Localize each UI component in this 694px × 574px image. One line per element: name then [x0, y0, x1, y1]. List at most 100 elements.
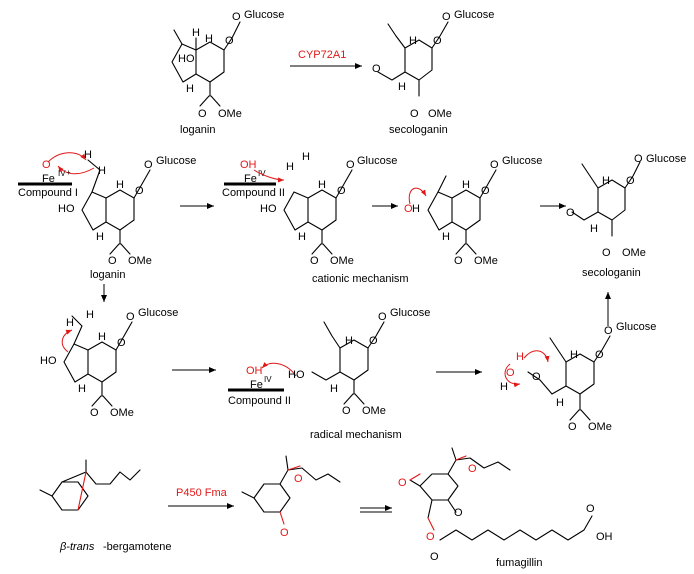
sec-r-h1: H	[602, 175, 610, 187]
compound-two-radical: OH Fe IV Compound II HO H O O Glucose H …	[228, 307, 430, 441]
c2-h3: H	[318, 179, 326, 191]
secologanin-right-label: secologanin	[582, 267, 641, 279]
secologanin-top-o-ring: O	[433, 35, 442, 47]
sec-r-o: O	[602, 247, 611, 259]
cation-glucose: Glucose	[502, 155, 542, 167]
rad-h2: H	[86, 309, 94, 321]
secologanin-top-structure: O O O Glucose H H O OMe secologanin	[372, 9, 494, 136]
fuma-acid-oh: OH	[596, 531, 613, 543]
c2-h-methyl: H	[302, 151, 310, 163]
loganin-top-o-gluc: O	[232, 11, 241, 23]
p450-enzyme-label: P450 Fma	[176, 487, 228, 499]
secologanin-top-o-ald: O	[372, 63, 381, 75]
compound-one-loganin: O Fe IV + Compound I H H HO H O O Glucos…	[18, 149, 196, 281]
cation-h: H	[412, 203, 420, 215]
sec-r-h2: H	[590, 223, 598, 235]
hemi-o2: O	[532, 371, 541, 383]
c2b-h1: H	[345, 335, 353, 347]
cation-ome: OMe	[474, 255, 498, 267]
hemi-o-gluc: O	[604, 325, 613, 337]
c1-h2: H	[98, 165, 106, 177]
c2b-ome: OMe	[362, 405, 386, 417]
sec-r-ome: OMe	[622, 247, 646, 259]
c1-h1: H	[84, 149, 92, 161]
ketone-o: O	[280, 527, 289, 539]
cation-o-ring: O	[481, 185, 490, 197]
c2-o: O	[310, 255, 319, 267]
loganin-top-o: O	[198, 108, 207, 120]
radical-label: radical mechanism	[310, 429, 402, 441]
loganin-top-ho: HO	[178, 53, 195, 65]
c2-o-ring: O	[337, 185, 346, 197]
hemi-h4: H	[556, 397, 564, 409]
loganin-top-glucose: Glucose	[244, 9, 284, 21]
rad-ho: HO	[40, 355, 57, 367]
c2b-o-ring: O	[369, 335, 378, 347]
fumagillin-label: fumagillin	[496, 557, 542, 569]
fuma-ester-o: O	[426, 531, 435, 543]
compound-one-label: Compound I	[18, 187, 78, 199]
cationic-label: cationic mechanism	[312, 273, 409, 285]
rad-ome: OMe	[110, 407, 134, 419]
secologanin-right-structure: O O O Glucose H H O OMe secologanin	[566, 153, 686, 279]
c2-fe: Fe	[244, 173, 257, 185]
hemi-h3: H	[570, 349, 578, 361]
secologanin-top-h2: H	[398, 81, 406, 93]
c1-fe: Fe	[42, 173, 55, 185]
secologanin-top-ome: OMe	[428, 108, 452, 120]
c1-h3: H	[116, 179, 124, 191]
hemi-ome: OMe	[588, 421, 612, 433]
secologanin-top-o: O	[410, 108, 419, 120]
c2b-o: O	[342, 405, 351, 417]
c1-fe-iv: IV	[58, 169, 66, 178]
c1-glucose: Glucose	[156, 155, 196, 167]
sec-r-o-ring: O	[626, 175, 635, 187]
secologanin-top-glucose: Glucose	[454, 9, 494, 21]
loganin-top-h1: H	[192, 27, 200, 39]
c2b-iv: IV	[264, 375, 272, 384]
c2b-fe: Fe	[250, 379, 263, 391]
compound-two-label-a: Compound II	[222, 187, 285, 199]
hemi-h2: H	[500, 381, 508, 393]
rad-h4: H	[78, 383, 86, 395]
rad-o: O	[90, 407, 99, 419]
cation-intermediate: O H H O O Glucose H O OMe cationic mecha…	[312, 155, 542, 285]
cation-o-gluc: O	[490, 159, 499, 171]
hemi-o-ester: O	[568, 421, 577, 433]
loganin-top-structure: HO H H O O Glucose O OMe H loganin	[171, 9, 284, 136]
fuma-epoxide-o1: O	[398, 477, 407, 489]
loganin-top-ome: OMe	[218, 108, 242, 120]
c2-iv: IV	[258, 169, 266, 178]
cation-h4: H	[442, 231, 450, 243]
rad-h3: H	[98, 331, 106, 343]
c2b-h2: H	[330, 383, 338, 395]
secologanin-top-o-gluc: O	[442, 11, 451, 23]
c2-o-gluc: O	[346, 159, 355, 171]
loganin-top-h2: H	[205, 33, 213, 45]
secologanin-top-label: secologanin	[389, 124, 448, 136]
c2-ome: OMe	[330, 255, 354, 267]
c2-ho: HO	[260, 203, 277, 215]
c2-h: H	[286, 161, 294, 173]
c1-ome: OMe	[128, 255, 152, 267]
c2-glucose: Glucose	[357, 155, 397, 167]
loganin-top-h3: H	[186, 83, 194, 95]
sec-r-o-gluc: O	[634, 153, 643, 165]
sec-r-o-ald: O	[566, 207, 575, 219]
c2b-oh: OH	[246, 365, 263, 377]
loganin-top-label: loganin	[180, 124, 215, 136]
cation-o-ester: O	[454, 255, 463, 267]
bergamotene-label-suffix: -bergamotene	[103, 541, 172, 553]
ketone-epoxide-o: O	[294, 473, 303, 485]
c2b-ho: HO	[288, 369, 305, 381]
secologanin-top-h1: H	[409, 35, 417, 47]
c1-o-gluc: O	[144, 159, 153, 171]
rad-h1: H	[66, 317, 74, 329]
hemi-o-ring: O	[595, 349, 604, 361]
bergamotene-label-prefix: β-trans	[59, 541, 95, 553]
cyp-enzyme-label: CYP72A1	[298, 49, 346, 61]
cation-h3: H	[462, 179, 470, 191]
sec-r-glucose: Glucose	[646, 153, 686, 165]
c2-oh: OH	[240, 159, 257, 171]
